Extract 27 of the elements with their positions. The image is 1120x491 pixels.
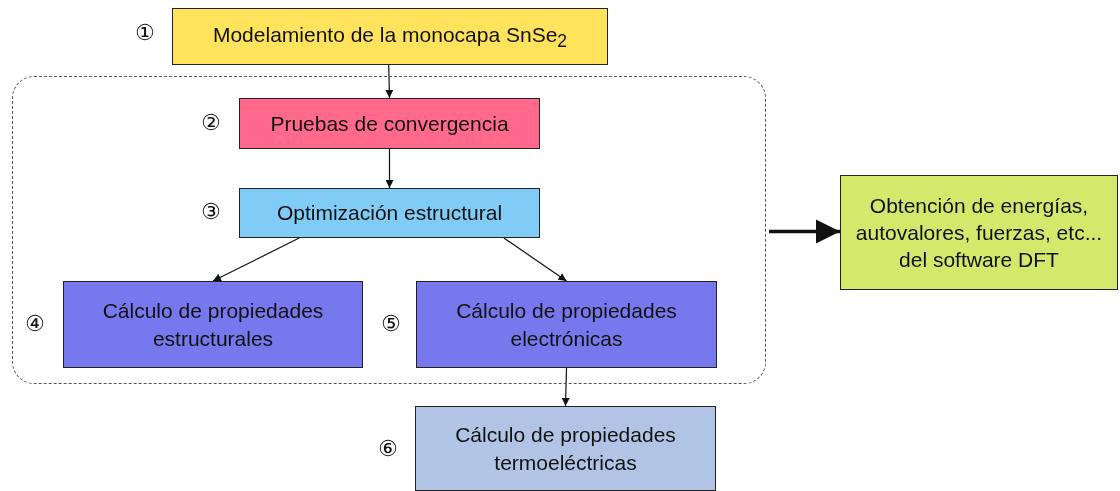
step-number: ② <box>201 110 221 135</box>
step-number: ⑤ <box>381 311 401 336</box>
box-label: Cálculo de propiedades estructurales <box>101 298 325 352</box>
process-box <box>239 188 540 238</box>
box-label: Obtención de energías, autovalores, fuerzas, etc... del software DFT <box>854 192 1104 274</box>
process-box <box>415 406 716 491</box>
dashed-group-box <box>12 76 766 384</box>
step-number: ③ <box>201 199 221 224</box>
box-label: Cálculo de propiedades termoeléctricas <box>454 422 677 476</box>
arrow <box>561 367 570 407</box>
arrow <box>212 237 300 282</box>
step-number: ⑥ <box>378 436 398 461</box>
arrow <box>385 64 394 99</box>
process-box <box>239 98 540 149</box>
box-label: Optimización estructural <box>276 200 503 227</box>
process-box <box>63 281 363 368</box>
arrow <box>385 148 394 189</box>
step-number: ④ <box>25 311 45 336</box>
process-box <box>416 281 717 368</box>
box-label: Cálculo de propiedades electrónicas <box>455 298 678 352</box>
arrow <box>769 219 840 244</box>
box-label: Modelamiento de la monocapa SnSe$_{2}$ <box>212 21 568 53</box>
process-box <box>840 175 1118 290</box>
process-box <box>172 8 608 65</box>
arrow <box>503 237 568 282</box>
box-label: Pruebas de convergencia <box>270 110 509 137</box>
step-number: ① <box>135 20 155 45</box>
